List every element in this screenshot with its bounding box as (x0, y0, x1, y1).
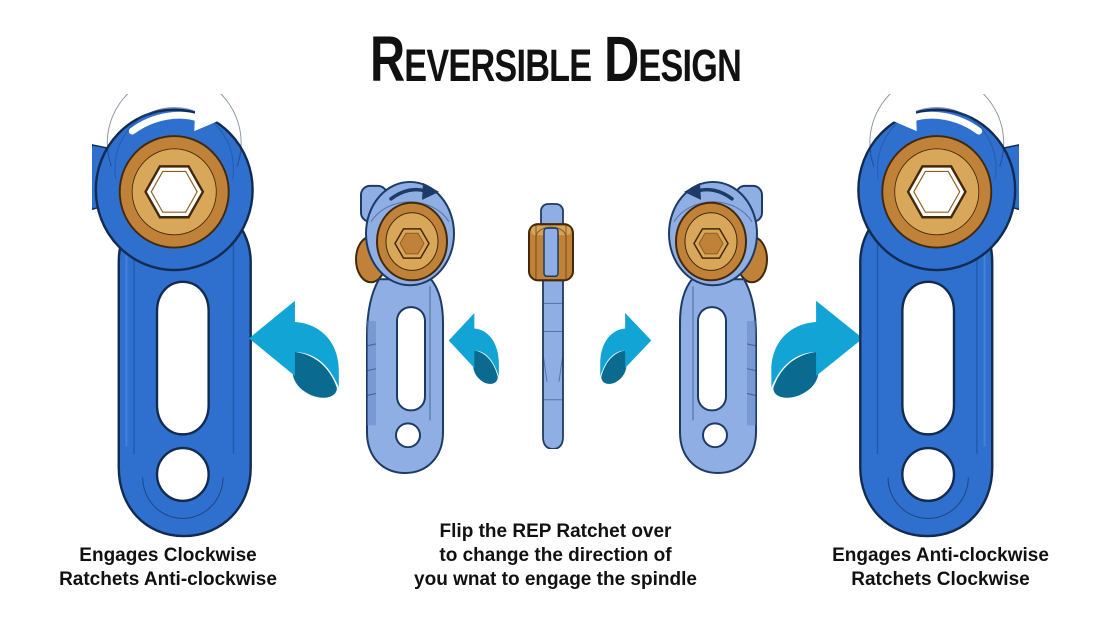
caption-center-line3: you wnat to engage the spindle (414, 569, 697, 591)
tool-front-left-clockwise (92, 94, 266, 540)
tool-three-quarter-right (668, 180, 768, 475)
page-title: Reversible Design (369, 23, 742, 95)
flip-arrow-large-left-icon (249, 300, 339, 398)
caption-center-line2: to change the direction of (439, 545, 672, 567)
caption-left-line2: Ratchets Anti-clockwise (59, 569, 277, 591)
tool-edge-view (528, 203, 574, 449)
caption-right: Engages Anti-clockwise Ratchets Clockwis… (788, 544, 1093, 592)
caption-center: Flip the REP Ratchet over to change the … (403, 520, 708, 592)
caption-left-line1: Engages Clockwise (79, 545, 257, 566)
caption-right-line2: Ratchets Clockwise (851, 569, 1030, 591)
caption-right-line1: Engages Anti-clockwise (832, 545, 1049, 566)
flip-arrow-small-right-icon (600, 312, 652, 384)
tool-front-right-anticlockwise (845, 94, 1019, 540)
caption-left: Engages Clockwise Ratchets Anti-clockwis… (18, 544, 318, 592)
caption-center-line1: Flip the REP Ratchet over (439, 521, 672, 542)
tool-three-quarter-left (355, 180, 455, 475)
flip-arrow-small-left-icon (448, 312, 499, 384)
